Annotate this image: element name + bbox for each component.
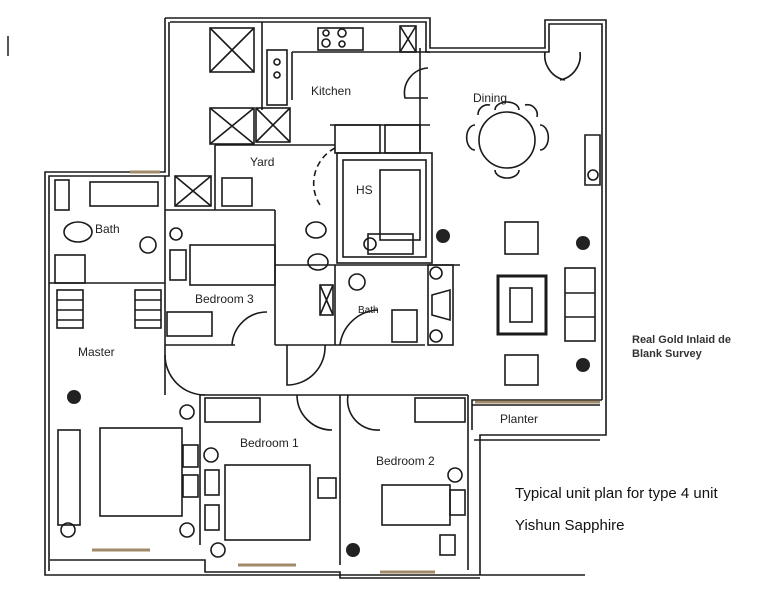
room-label-dining: Dining [473,91,508,105]
outer-walls [44,17,607,579]
room-label-hs: HS [356,183,373,197]
room-label-planter: Planter [500,412,539,426]
living-furniture [496,51,601,386]
windows [92,170,600,574]
master-bedroom [57,345,206,545]
bedroom1 [200,394,341,565]
master-bath-walls [49,176,166,345]
wardrobes [56,289,466,423]
room-label-master: Master [78,345,115,359]
store-boxes [174,27,255,207]
room-label-bedroom2: Bedroom 2 [376,454,435,468]
plan-subtitle: Yishun Sapphire [515,517,625,534]
dining-table [465,101,550,179]
room-label-bedroom3: Bedroom 3 [195,292,254,306]
bedroom2 [340,394,469,570]
plan-title: Typical unit plan for type 4 unit [515,485,718,502]
tv-console [427,264,454,346]
margin-mark [7,36,9,56]
room-label-bedroom1: Bedroom 1 [240,436,299,450]
room-label-common-bath: Bath [358,305,379,316]
yard-walls [214,144,336,210]
room-label-kitchen: Kitchen [311,84,352,98]
watermark: Real Gold Inlaid de Blank Survey [632,333,731,361]
watermark-line1: Real Gold Inlaid de [632,334,732,346]
room-label-master-bath: Bath [95,222,120,236]
watermark-line2: Blank Survey [632,348,702,360]
bedroom3-walls [165,209,276,346]
kitchen-walls [255,22,430,154]
room-label-yard: Yard [250,155,275,169]
plants [67,229,590,557]
hs-walls [336,152,433,264]
common-bath-walls [275,221,460,386]
